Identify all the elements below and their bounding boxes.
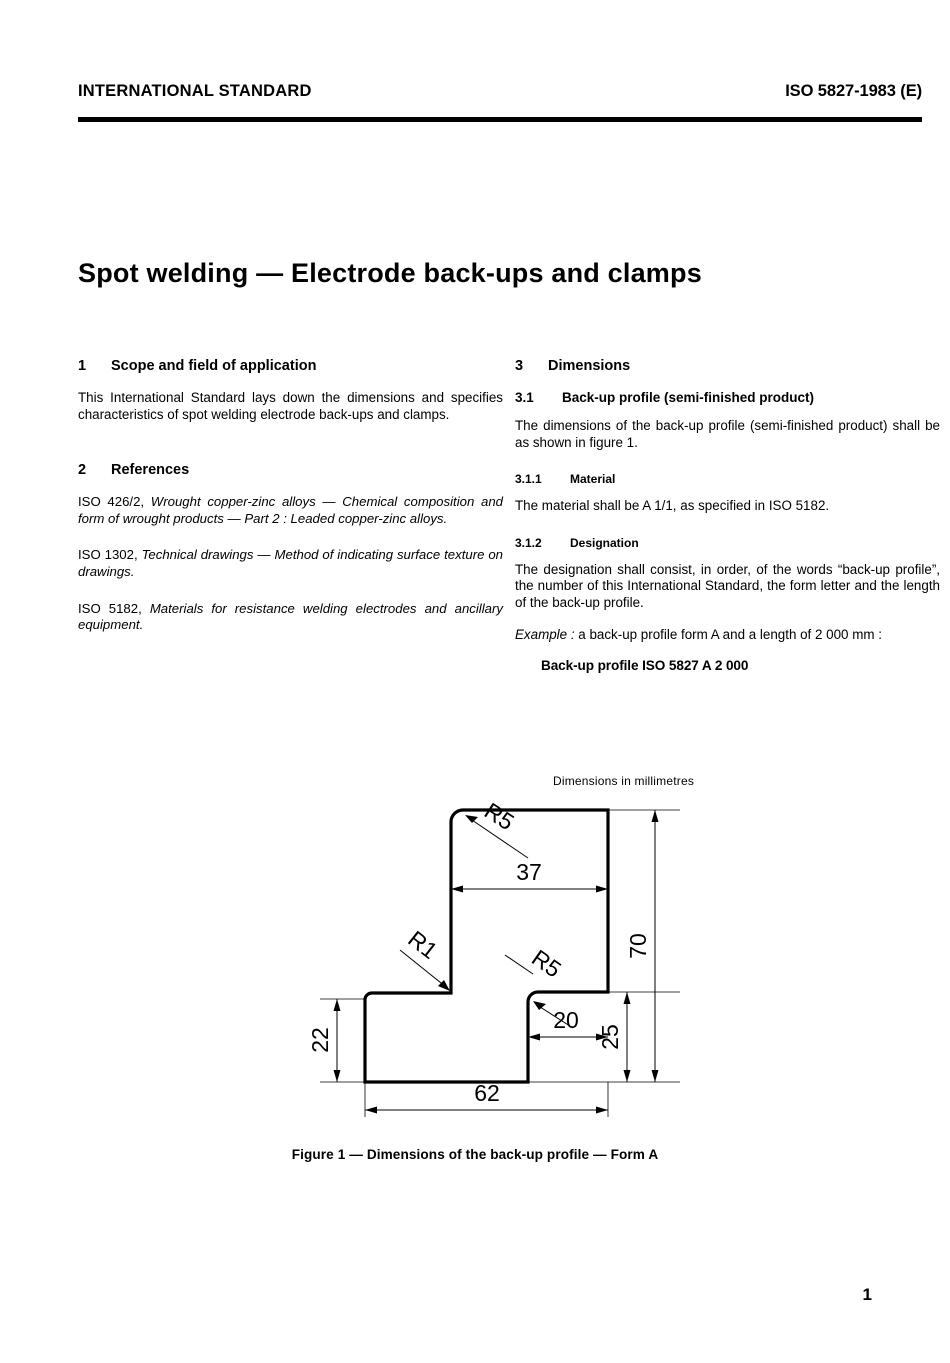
spacer	[78, 438, 503, 462]
subsection-body-material: The material shall be A 1/1, as specifie…	[515, 498, 830, 514]
dimension-20: 20	[528, 1007, 608, 1041]
section-title-scope: Scope and field of application	[111, 358, 317, 374]
reference-title: Technical drawings — Method of indicatin…	[78, 547, 503, 579]
figure-1: Dimensions in millimetres	[0, 765, 950, 1165]
header-standard-number: ISO 5827-1983 (E)	[785, 82, 922, 100]
dimension-label-62: 62	[474, 1080, 500, 1106]
section-number-scope: 1	[78, 358, 87, 374]
subsection-heading-material: 3.1.1 Material	[515, 472, 940, 486]
subsection-number-designation: 3.1.2	[515, 535, 542, 550]
figure-units-note: Dimensions in millimetres	[553, 774, 695, 788]
radius-label-r5-step: R5	[527, 944, 566, 982]
designation-example: Example : a back-up profile form A and a…	[515, 627, 940, 644]
designation-example-value: Back-up profile ISO 5827 A 2 000	[541, 658, 749, 674]
section-number-dimensions: 3	[515, 358, 524, 374]
dimension-37: 37	[451, 859, 608, 893]
reference-title: Wrought copper-zinc alloys — Chemical co…	[78, 494, 503, 526]
left-column: 1 Scope and field of application This In…	[78, 358, 503, 654]
page-number: 1	[862, 1285, 872, 1304]
reference-item: ISO 5182, Materials for resistance weldi…	[78, 601, 503, 634]
subsection-body-designation: The designation shall consist, in order,…	[515, 561, 940, 610]
dimension-70: 70	[625, 810, 659, 1082]
subsection-heading-backup-profile: 3.1 Back-up profile (semi-finished produ…	[515, 390, 940, 405]
reference-item: ISO 426/2, Wrought copper-zinc alloys — …	[78, 494, 503, 527]
radius-callout-r1: R1	[399, 925, 450, 991]
section-body-scope: This International Standard lays down th…	[78, 390, 503, 422]
backup-profile-drawing: 37 70 25 22	[307, 797, 680, 1117]
radius-callout-r5-step: R5	[504, 944, 574, 1029]
subsection-heading-designation: 3.1.2 Designation	[515, 536, 940, 550]
section-number-references: 2	[78, 462, 87, 479]
subsection-body-backup-profile: The dimensions of the back-up profile (s…	[515, 418, 940, 450]
subsection-number-backup-profile: 3.1	[515, 390, 534, 405]
section-heading-scope: 1 Scope and field of application	[78, 358, 503, 374]
page-header: INTERNATIONAL STANDARD ISO 5827-1983 (E)	[78, 82, 922, 101]
radius-label-r1: R1	[403, 925, 442, 964]
subsection-title-designation: Designation	[570, 535, 639, 550]
page-title: Spot welding — Electrode back-ups and cl…	[78, 258, 702, 288]
section-heading-dimensions: 3 Dimensions	[515, 358, 940, 374]
dimension-62: 62	[365, 1080, 608, 1114]
figure-caption: Figure 1 — Dimensions of the back-up pro…	[291, 1147, 659, 1162]
dimension-22: 22	[307, 999, 341, 1082]
reference-code: ISO 5182,	[78, 600, 142, 616]
reference-item: ISO 1302, Technical drawings — Method of…	[78, 547, 503, 580]
subsection-number-material: 3.1.1	[515, 472, 542, 487]
section-title-dimensions: Dimensions	[548, 358, 631, 374]
profile-outline	[363, 808, 610, 1084]
subsection-title-material: Material	[570, 472, 616, 487]
reference-code: ISO 1302,	[78, 547, 138, 563]
section-heading-references: 2 References	[78, 462, 503, 478]
header-divider	[78, 117, 922, 122]
dimension-label-22: 22	[307, 1027, 333, 1053]
subsection-title-backup-profile: Back-up profile (semi-finished product)	[562, 390, 815, 405]
dimension-label-70: 70	[625, 933, 651, 959]
dimension-label-37: 37	[516, 859, 542, 885]
reference-title: Materials for resistance welding electro…	[78, 600, 503, 633]
section-title-references: References	[111, 462, 190, 479]
reference-code: ISO 426/2,	[78, 494, 145, 510]
radius-callout-r5-top: R5	[465, 797, 529, 859]
dimension-label-20: 20	[553, 1007, 579, 1033]
right-column: 3 Dimensions 3.1 Back-up profile (semi-f…	[515, 358, 940, 673]
designation-example-text: a back-up profile form A and a length of…	[578, 626, 882, 642]
header-standard-label: INTERNATIONAL STANDARD	[78, 82, 312, 100]
designation-example-label: Example :	[515, 626, 575, 642]
extension-lines	[320, 809, 680, 1117]
